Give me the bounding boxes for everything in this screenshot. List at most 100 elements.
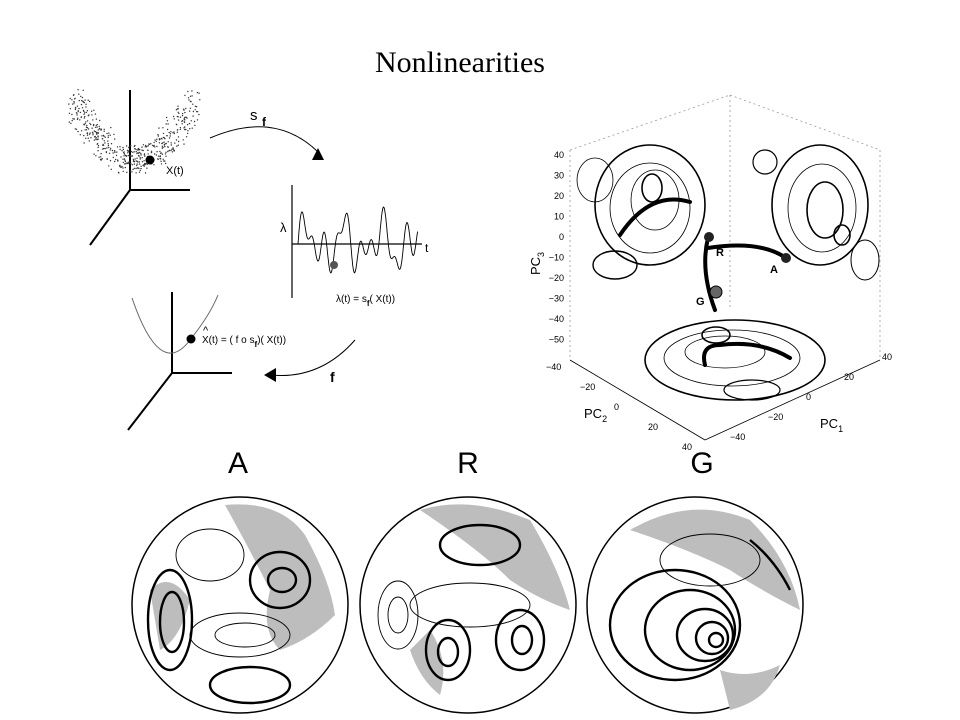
cloud-point bbox=[119, 164, 121, 166]
cloud-point bbox=[103, 140, 105, 142]
cloud-point bbox=[128, 149, 130, 152]
cloud-point bbox=[133, 163, 136, 165]
cloud-point bbox=[86, 134, 89, 136]
pc1-tick-label: 0 bbox=[806, 392, 811, 402]
cloud-point bbox=[122, 167, 124, 169]
cloud-point bbox=[184, 128, 186, 131]
cloud-point bbox=[130, 150, 132, 153]
cloud-point bbox=[88, 100, 91, 103]
cloud-point bbox=[133, 151, 135, 153]
cloud-point bbox=[108, 146, 110, 149]
cloud-point bbox=[154, 146, 156, 148]
cloud-point bbox=[122, 146, 124, 149]
cloud-point bbox=[82, 89, 84, 91]
cloud-point bbox=[161, 145, 164, 147]
cloud-point bbox=[80, 103, 83, 106]
cloud-point bbox=[68, 112, 71, 114]
cloud-point bbox=[80, 116, 83, 118]
cloud-point bbox=[177, 136, 180, 138]
cloud-point bbox=[170, 149, 172, 152]
cloud-point bbox=[97, 150, 99, 152]
cloud-point bbox=[89, 122, 91, 125]
cloud-point bbox=[154, 139, 156, 141]
cloud-point bbox=[134, 147, 136, 150]
cloud-point bbox=[125, 163, 127, 165]
pc3-tick-label: −40 bbox=[549, 314, 564, 324]
cloud-point bbox=[174, 142, 176, 144]
cloud-point bbox=[85, 129, 88, 131]
cloud-point bbox=[136, 167, 139, 169]
cloud-point bbox=[100, 156, 102, 158]
cloud-point bbox=[155, 154, 158, 156]
cloud-point bbox=[73, 118, 75, 120]
cloud-point bbox=[120, 166, 122, 168]
cloud-point bbox=[167, 146, 169, 148]
cloud-point bbox=[165, 155, 167, 157]
cloud-point bbox=[95, 137, 97, 139]
cloud-point bbox=[198, 92, 200, 94]
cloud-point bbox=[111, 149, 114, 152]
cloud-point bbox=[127, 151, 129, 153]
cloud-point bbox=[93, 139, 96, 141]
cloud-point bbox=[80, 130, 83, 132]
signal-point bbox=[330, 261, 338, 269]
cloud-point bbox=[187, 97, 190, 99]
cloud-point bbox=[76, 112, 78, 114]
cloud-point bbox=[136, 164, 138, 167]
cloud-point bbox=[169, 135, 171, 137]
cloud-point bbox=[168, 137, 171, 139]
cloud-point bbox=[158, 142, 161, 144]
cloud-point bbox=[129, 155, 131, 157]
cloud-point bbox=[76, 114, 78, 116]
cloud-point bbox=[132, 158, 135, 161]
cloud-point bbox=[167, 123, 169, 125]
cloud-point bbox=[133, 167, 135, 170]
cloud-point bbox=[93, 130, 96, 132]
pc2-tick-label: −20 bbox=[580, 382, 595, 392]
regime-a-point bbox=[781, 253, 791, 263]
cloud-point bbox=[132, 168, 134, 171]
cloud-point bbox=[95, 118, 98, 120]
cloud-point bbox=[84, 115, 86, 118]
cloud-point bbox=[107, 136, 109, 139]
cloud-point bbox=[126, 171, 128, 174]
cloud-point bbox=[186, 124, 189, 126]
cloud-point bbox=[139, 169, 141, 172]
pc-box-frame bbox=[569, 94, 881, 360]
cloud-point bbox=[144, 146, 146, 148]
cloud-point bbox=[196, 91, 199, 94]
cloud-point bbox=[90, 137, 92, 139]
cloud-point bbox=[159, 150, 161, 153]
cloud-point bbox=[106, 147, 108, 149]
cloud-point bbox=[83, 117, 85, 119]
cloud-point bbox=[168, 150, 170, 152]
cloud-point bbox=[90, 110, 93, 112]
cloud-point bbox=[161, 138, 163, 140]
cloud-point bbox=[173, 118, 175, 120]
cloud-point bbox=[94, 126, 97, 128]
cloud-point bbox=[86, 124, 88, 127]
cloud-point bbox=[113, 133, 115, 136]
cloud-point bbox=[129, 171, 131, 173]
cloud-point bbox=[137, 152, 140, 154]
cloud-point bbox=[183, 143, 185, 145]
cloud-point bbox=[198, 113, 200, 116]
map-a bbox=[131, 496, 349, 714]
cloud-point bbox=[188, 110, 191, 112]
cloud-point bbox=[143, 160, 145, 162]
cloud-point bbox=[92, 134, 94, 136]
cloud-point bbox=[88, 133, 91, 135]
cloud-point bbox=[157, 134, 159, 136]
cloud-point bbox=[95, 138, 97, 141]
cloud-point bbox=[124, 160, 127, 163]
cloud-point bbox=[88, 140, 90, 142]
pc1-tick-label: 20 bbox=[844, 372, 854, 382]
cloud-point bbox=[188, 122, 191, 125]
cloud-point bbox=[114, 151, 116, 153]
cloud-point bbox=[91, 127, 93, 129]
cloud-point bbox=[189, 107, 192, 109]
cloud-point bbox=[168, 131, 170, 134]
cloud-point bbox=[96, 132, 98, 134]
pc3-tick-label: 40 bbox=[554, 150, 564, 160]
cloud-point bbox=[153, 164, 155, 166]
